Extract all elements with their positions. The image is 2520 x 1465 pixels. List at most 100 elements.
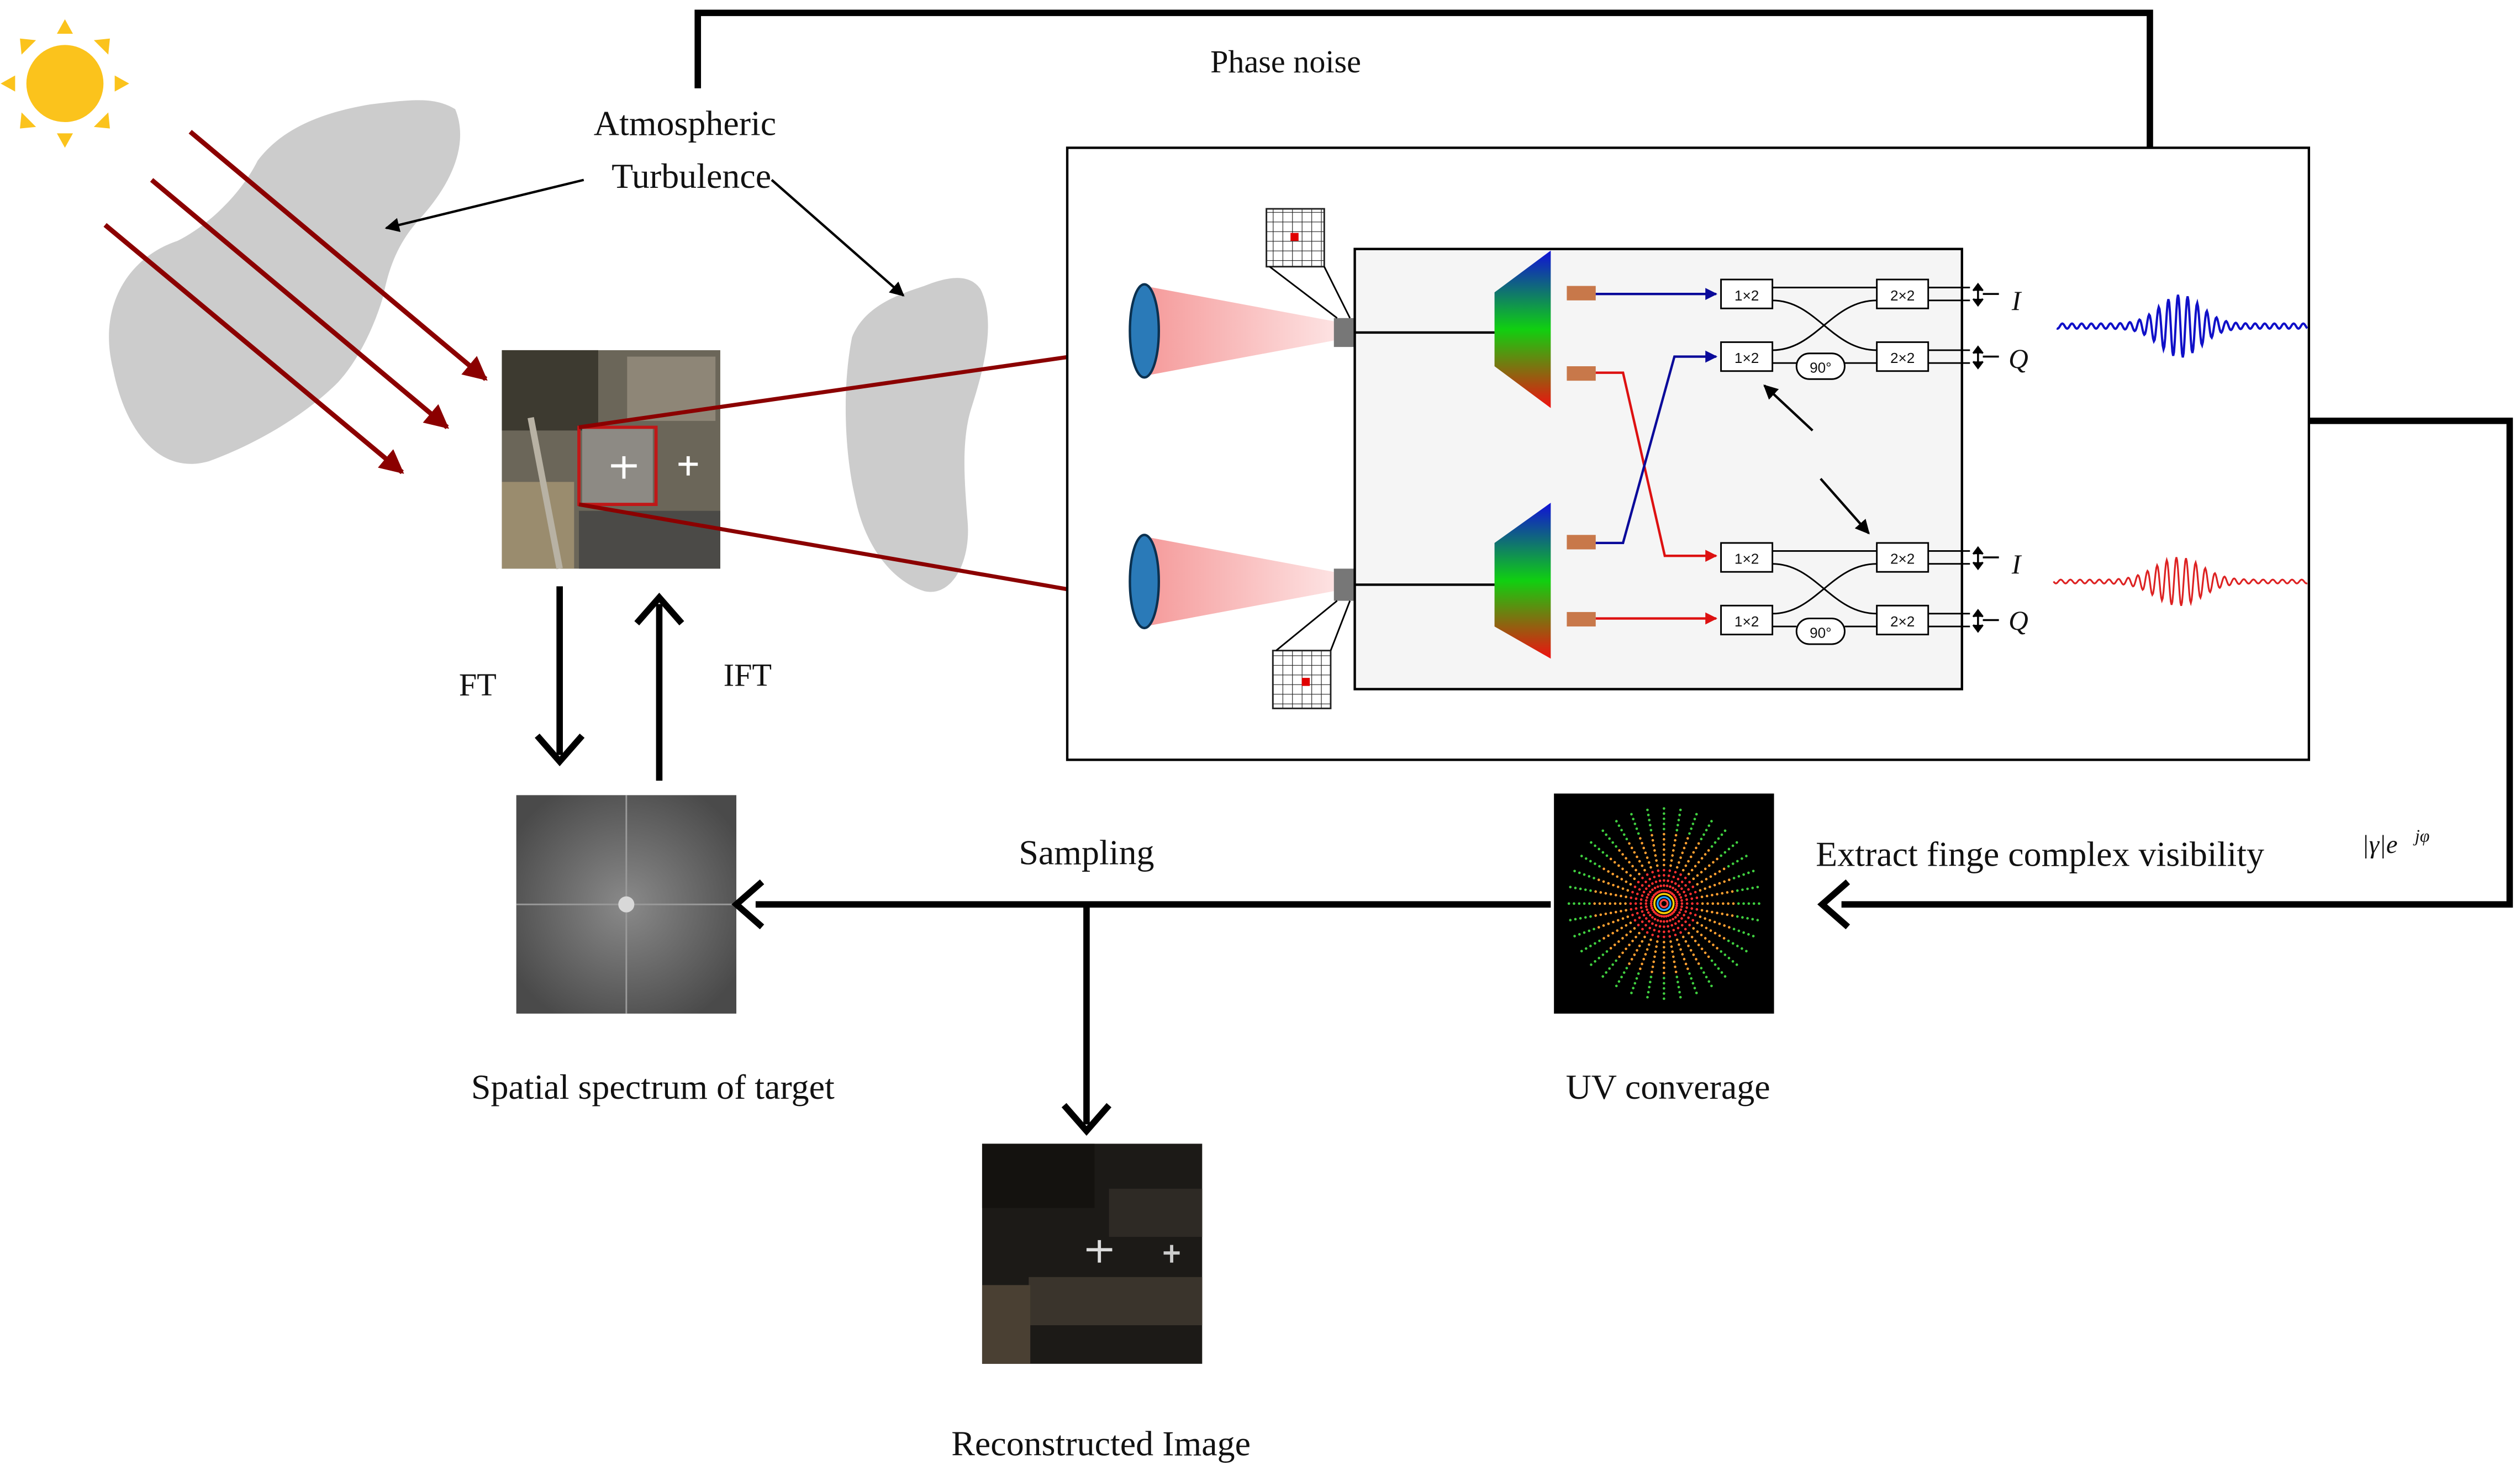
uv-sample-point <box>1635 827 1638 830</box>
uv-sample-point <box>1684 842 1688 845</box>
fringe-signal-blue <box>2056 294 2308 358</box>
uv-sample-point <box>1713 883 1716 887</box>
uv-sample-point <box>1611 931 1614 935</box>
uv-sample-point <box>1673 960 1676 963</box>
uv-sample-point <box>1589 945 1592 947</box>
uv-sample-point <box>1686 967 1689 971</box>
uv-sample-point <box>1663 997 1665 1000</box>
uv-sample-point <box>1601 829 1605 832</box>
output-i-lower: I <box>2011 549 2022 579</box>
reconstructed-image <box>982 1143 1203 1364</box>
uv-sample-point <box>1652 844 1656 847</box>
uv-sample-point <box>1597 878 1600 882</box>
telescope-1 <box>1129 283 1355 379</box>
reconstructed-label: Reconstructed Image <box>951 1424 1251 1463</box>
uv-sample-point <box>1635 907 1638 910</box>
uv-sample-point <box>1598 865 1601 868</box>
uv-sample-point <box>1742 931 1745 934</box>
uv-sample-point <box>1594 890 1597 893</box>
uv-sample-point <box>1674 922 1677 925</box>
uv-sample-point <box>1721 892 1724 895</box>
uv-sample-point <box>1636 948 1638 952</box>
uv-sample-point <box>1683 957 1686 961</box>
uv-sample-point <box>1637 924 1640 926</box>
uv-sample-point <box>1709 929 1712 932</box>
uv-sample-point <box>1736 860 1739 863</box>
uv-sample-point <box>1621 917 1625 920</box>
uv-sample-point <box>1692 877 1695 881</box>
uv-sample-point <box>1692 953 1695 956</box>
uv-sample-point <box>1628 944 1631 946</box>
uv-sample-point <box>1677 986 1680 989</box>
telescope-lens-icon <box>1129 283 1160 379</box>
uv-sample-point <box>1678 990 1681 994</box>
uv-sample-point <box>1656 891 1659 894</box>
uv-sample-point <box>1573 869 1576 873</box>
uv-sample-point <box>1648 981 1652 984</box>
uv-sample-point <box>1677 926 1680 930</box>
uv-sample-point <box>1625 857 1627 860</box>
uv-sample-point <box>1567 902 1570 905</box>
uv-sample-point <box>1628 962 1631 965</box>
coupler-label: 2×2 <box>1890 287 1915 304</box>
uv-sample-point <box>1678 813 1681 816</box>
uv-sample-point <box>1602 937 1605 940</box>
uv-sample-point <box>1678 943 1680 946</box>
uv-sample-point <box>1720 854 1723 857</box>
uv-sample-point <box>1674 898 1678 901</box>
uv-sample-point <box>1594 844 1596 847</box>
uv-sample-point <box>1607 934 1610 937</box>
uv-sample-point <box>1721 912 1724 915</box>
uv-sample-point <box>1598 847 1601 851</box>
uv-sample-point <box>1720 833 1723 836</box>
uv-sample-point <box>1705 910 1709 913</box>
uv-sample-point <box>1699 889 1702 892</box>
uv-sample-point <box>1691 823 1695 825</box>
uv-sample-point <box>1641 962 1643 966</box>
uv-sample-point <box>1691 902 1694 905</box>
uv-sample-point <box>1685 902 1689 905</box>
uv-sample-point <box>1643 935 1646 939</box>
hybrid-upper: 1×2 1×2 2×2 2×2 90° <box>1720 278 1970 380</box>
uv-sample-point <box>1751 887 1754 889</box>
uv-sample-point <box>1667 874 1670 877</box>
output-i-upper: I <box>2011 286 2022 316</box>
uv-sample-point <box>1710 959 1714 962</box>
uv-sample-point <box>1648 819 1651 821</box>
uv-sample-point <box>1675 866 1679 869</box>
uv-sample-point <box>1583 873 1586 876</box>
uv-sample-point <box>1647 911 1650 914</box>
uv-sample-point <box>1625 895 1627 898</box>
uv-sample-point <box>1731 942 1735 945</box>
uv-sample-point <box>1697 861 1700 864</box>
uv-sample-point <box>1663 848 1665 851</box>
spectral-splitter-1 <box>1494 250 1551 408</box>
spectral-splitter-2 <box>1494 503 1551 659</box>
target-image <box>502 350 720 570</box>
uv-sample-point <box>1687 944 1690 947</box>
uv-sample-point <box>1681 851 1684 855</box>
uv-sample-point <box>1574 887 1577 889</box>
uv-sample-point <box>1607 882 1610 885</box>
uv-sample-point <box>1638 916 1641 919</box>
uv-sample-point <box>1692 851 1695 854</box>
uv-sample-point <box>1644 902 1648 905</box>
uv-sample-point <box>1675 902 1678 905</box>
pointer-up <box>1763 384 1813 431</box>
uv-sample-point <box>1716 893 1718 896</box>
uv-sample-point <box>1710 984 1713 988</box>
uv-sample-point <box>1622 971 1626 974</box>
uv-sample-point <box>1718 934 1721 937</box>
ring-icon <box>1659 899 1669 908</box>
uv-sample-point <box>1709 875 1712 878</box>
uv-sample-point <box>1663 977 1665 979</box>
uv-sample-point <box>1741 857 1743 860</box>
uv-sample-point <box>1663 971 1665 974</box>
uv-sample-point <box>1620 894 1622 898</box>
uv-sample-point <box>1649 976 1653 978</box>
uv-sample-point <box>1663 966 1665 969</box>
uv-sample-point <box>1616 919 1620 922</box>
uv-sample-point <box>1663 925 1665 928</box>
uv-sample-point <box>1633 851 1636 854</box>
uv-sample-point <box>1653 910 1656 913</box>
